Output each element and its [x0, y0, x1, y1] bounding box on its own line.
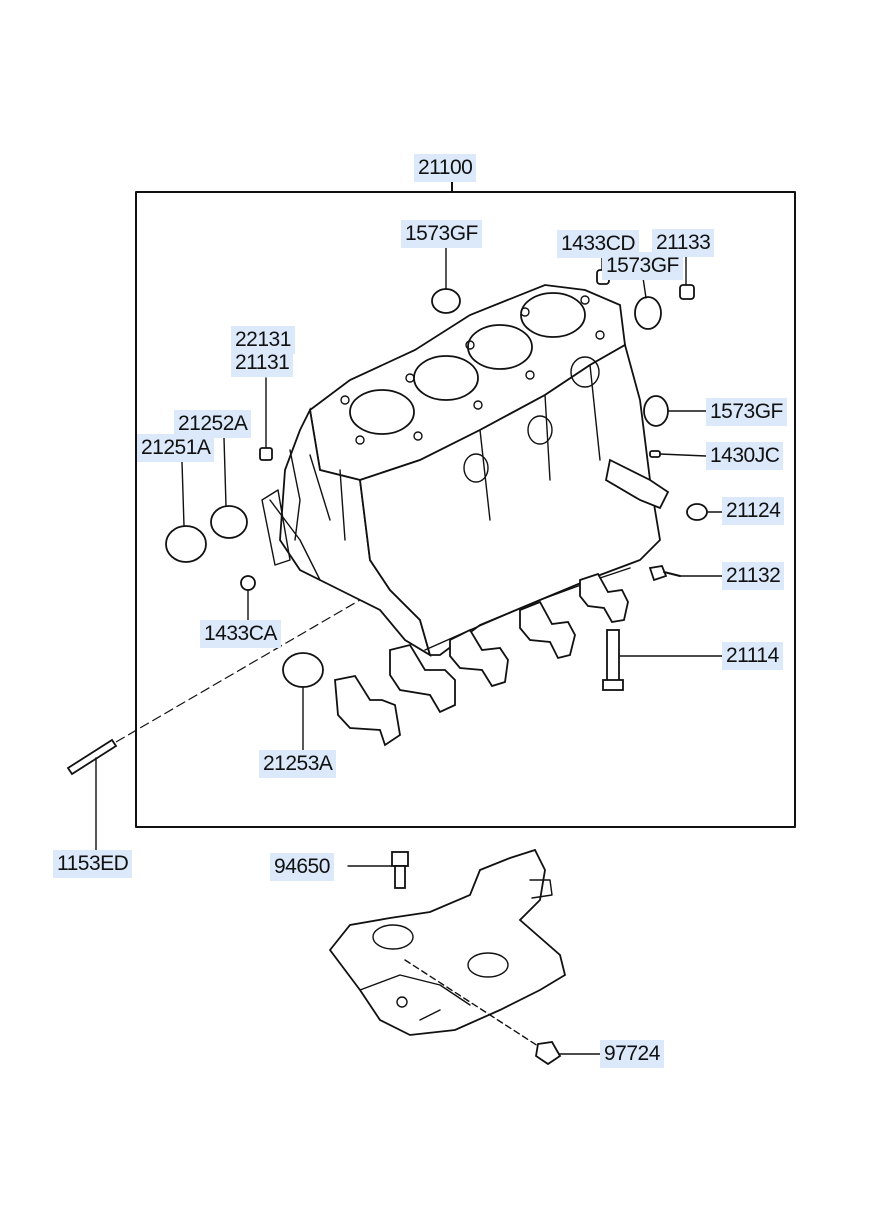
small-parts-drawing: [66, 269, 708, 1066]
part-label-21253a[interactable]: 21253A: [259, 750, 337, 778]
part-label-21131[interactable]: 21131: [231, 349, 294, 377]
part-label-21132[interactable]: 21132: [722, 562, 785, 590]
bearing-caps-drawing: [334, 572, 629, 747]
part-label-21251a[interactable]: 21251A: [137, 434, 215, 462]
part-label-1430jc[interactable]: 1430JC: [706, 442, 784, 470]
part-label-97724[interactable]: 97724: [600, 1040, 664, 1068]
part-label-1153ed[interactable]: 1153ED: [53, 850, 133, 878]
part-label-1433ca[interactable]: 1433CA: [200, 620, 281, 648]
part-label-1573gf-mid[interactable]: 1573GF: [602, 252, 683, 280]
part-label-1573gf-right[interactable]: 1573GF: [706, 398, 787, 426]
part-label-1573gf-top[interactable]: 1573GF: [401, 220, 482, 248]
part-label-21252a[interactable]: 21252A: [174, 410, 252, 438]
part-label-21124[interactable]: 21124: [722, 497, 785, 525]
assembly-frame: [135, 191, 796, 828]
part-label-21100[interactable]: 21100: [414, 154, 477, 182]
part-label-94650[interactable]: 94650: [270, 853, 334, 881]
part-label-21114[interactable]: 21114: [722, 642, 783, 670]
intake-manifold-drawing: [328, 848, 567, 1036]
